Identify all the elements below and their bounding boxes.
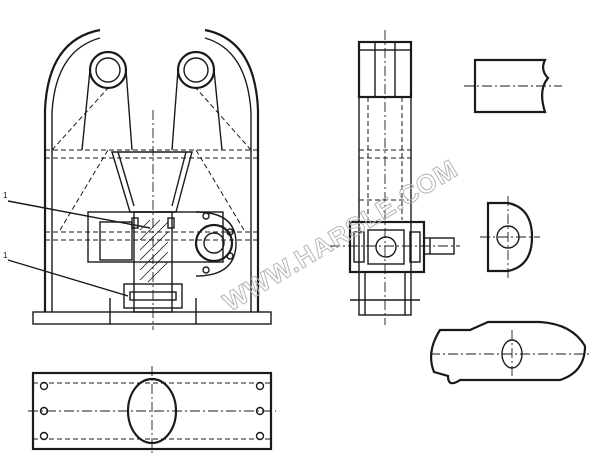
detail-shaft-end bbox=[464, 58, 562, 114]
callout-label-top: 1 bbox=[3, 191, 8, 200]
detail-lever bbox=[429, 320, 592, 385]
watermark: WWW.HARSLE.COM bbox=[218, 153, 463, 317]
hub-outline bbox=[486, 201, 534, 273]
leader-line-top bbox=[7, 200, 151, 229]
shaft-end-outline bbox=[473, 58, 550, 114]
mount-hole bbox=[255, 431, 265, 441]
leader-line-bottom bbox=[7, 259, 129, 297]
base-plan-view bbox=[28, 366, 276, 456]
side-flange bbox=[194, 223, 234, 263]
mount-hole bbox=[255, 406, 265, 416]
front-view: 1 1 bbox=[3, 28, 272, 330]
frame-left-arch bbox=[43, 28, 101, 312]
mount-hole bbox=[39, 381, 49, 391]
mount-hole bbox=[255, 381, 265, 391]
callout-label-bottom: 1 bbox=[3, 251, 8, 260]
mount-hole bbox=[39, 431, 49, 441]
mount-hole bbox=[39, 406, 49, 416]
lever-outline bbox=[429, 320, 587, 385]
hopper bbox=[111, 151, 193, 213]
side-view bbox=[330, 30, 460, 325]
detail-keyed-hub bbox=[480, 196, 540, 278]
frame-right-arch bbox=[204, 28, 260, 312]
